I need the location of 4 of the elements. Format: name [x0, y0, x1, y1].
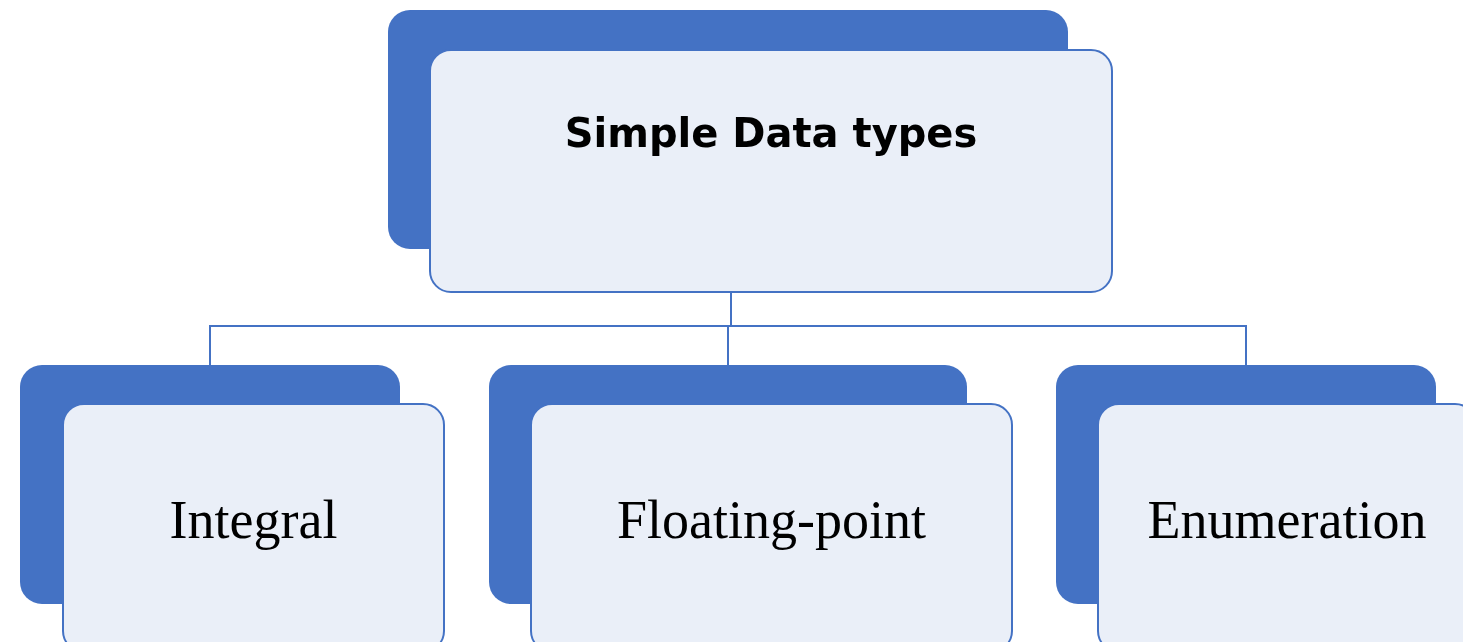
node-label: Enumeration	[1147, 489, 1427, 551]
node-label: Integral	[169, 489, 338, 551]
node-label: Simple Data types	[564, 110, 978, 156]
node-label: Floating-point	[617, 489, 926, 551]
